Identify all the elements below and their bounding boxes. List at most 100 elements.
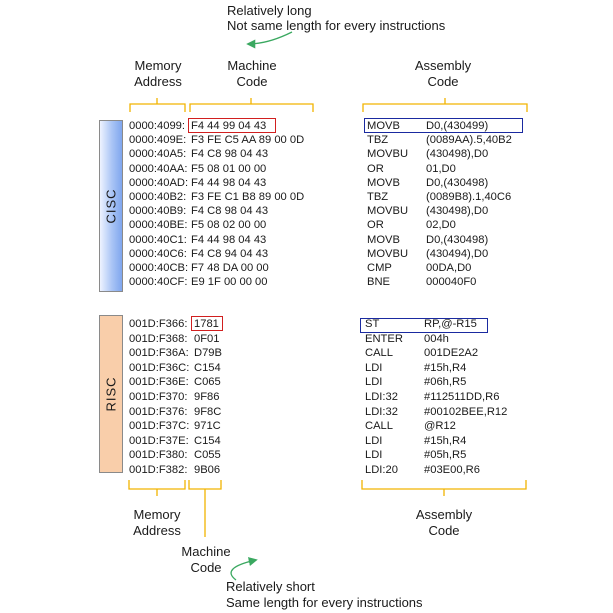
cisc-row-args: (0089B8).1,40C6 (426, 191, 512, 203)
risc-row-addr: 001D:F380: (129, 449, 188, 462)
cisc-row-args: 000040F0 (426, 276, 477, 289)
risc-row-args: #112511DD,R6 (424, 391, 500, 403)
risc-row-op: LDI (365, 361, 383, 374)
risc-row-addr: 001D:F382: (129, 464, 188, 476)
risc-row-op: LDI:20 (365, 464, 398, 476)
cisc-row-addr: 0000:40AA: (129, 162, 188, 175)
cisc-row-code: F4 44 98 04 43 (191, 176, 267, 189)
cisc-row-code: F5 08 01 00 00 (191, 162, 267, 175)
risc-row-addr: 001D:F370: (129, 391, 188, 403)
risc-row-code: D79B (194, 347, 222, 360)
cisc-row-args: D0,(430498) (426, 176, 489, 189)
risc-row-code: C154 (194, 434, 221, 447)
risc-asm-highlight (360, 318, 488, 333)
top-asm-bracket (362, 98, 528, 112)
cisc-row-op: TBZ (367, 191, 389, 203)
cisc-row-op: OR (367, 162, 384, 175)
risc-row-args: RP,@-R15 (424, 318, 477, 330)
cisc-row-addr: 0000:40C1: (129, 233, 187, 246)
risc-row-op: LDI (365, 376, 383, 389)
risc-row-code: 9F86 (194, 391, 220, 403)
cisc-row-op: OR (367, 219, 384, 232)
risc-row-addr: 001D:F368: (129, 332, 188, 345)
cisc-row-addr: 0000:40BE: (129, 219, 188, 232)
cisc-row-code: F3 FE C1 B8 89 00 0D (191, 191, 305, 203)
cisc-row-addr: 0000:409E: (129, 134, 187, 147)
cisc-row-op: MOVB (367, 233, 400, 246)
risc-row-addr: 001D:F36E: (129, 376, 189, 389)
top-address-bracket (129, 98, 186, 112)
cisc-row-args: (430494),D0 (426, 247, 489, 260)
risc-row-addr: 001D:F36A: (129, 347, 189, 360)
cisc-row-args: D0,(430498) (426, 233, 489, 246)
cisc-row-addr: 0000:40AD: (129, 176, 189, 189)
risc-row-args: #15h,R4 (424, 361, 467, 374)
cisc-row-op: CMP (367, 262, 392, 274)
cisc-row-addr: 0000:4099: (129, 120, 185, 132)
risc-row-args: #15h,R4 (424, 434, 467, 447)
risc-row-op: LDI:32 (365, 405, 398, 418)
risc-row-code: 9F8C (194, 405, 222, 418)
risc-row-op: CALL (365, 420, 393, 433)
top-memory-address-label: Memory Address (134, 58, 182, 89)
top-note-line1: Relatively long (227, 3, 312, 18)
cisc-row-addr: 0000:40B9: (129, 205, 187, 218)
risc-row-code: C154 (194, 361, 221, 374)
risc-row-addr: 001D:F376: (129, 405, 188, 418)
cisc-row-op: BNE (367, 276, 391, 289)
cisc-row-op: TBZ (367, 134, 389, 147)
cisc-asm-highlight (364, 118, 523, 133)
risc-sidebar: RISC (99, 315, 123, 473)
cisc-row-args: (430498),D0 (426, 205, 489, 218)
top-note-arrow (246, 31, 293, 49)
risc-row-code: 971C (194, 420, 221, 433)
cisc-row-op: MOVB (367, 176, 400, 189)
cisc-row-args: D0,(430499) (426, 120, 489, 132)
risc-row-args: 004h (424, 332, 449, 345)
risc-row-args: 001DE2A2 (424, 347, 479, 360)
cisc-row-op: MOVBU (367, 148, 409, 161)
cisc-row-args: (430498),D0 (426, 148, 489, 161)
cisc-row-addr: 0000:40C6: (129, 247, 187, 260)
cisc-row-addr: 0000:40CF: (129, 276, 188, 289)
risc-row-args: #00102BEE,R12 (424, 405, 508, 418)
bottom-note-line2: Same length for every instructions (226, 595, 423, 610)
cisc-row-args: 00DA,D0 (426, 262, 472, 274)
cisc-row-args: 02,D0 (426, 219, 456, 232)
risc-code-highlight (191, 316, 223, 331)
cisc-row-code: F5 08 02 00 00 (191, 219, 267, 232)
bottom-asm-bracket (361, 480, 527, 496)
top-code-bracket (189, 98, 314, 112)
cisc-row-args: 01,D0 (426, 162, 456, 175)
cisc-row-code: F3 FE C5 AA 89 00 0D (191, 134, 305, 147)
cisc-row-code: F7 48 DA 00 00 (191, 262, 269, 274)
risc-row-addr: 001D:F366: (129, 318, 188, 330)
risc-row-args: #03E00,R6 (424, 464, 480, 476)
risc-row-op: LDI (365, 434, 383, 447)
risc-row-code: 1781 (194, 318, 219, 330)
cisc-row-op: MOVB (367, 120, 400, 132)
risc-row-code: 0F01 (194, 332, 220, 345)
risc-row-op: LDI:32 (365, 391, 398, 403)
cisc-row-code: F4 C8 94 04 43 (191, 247, 269, 260)
risc-row-op: CALL (365, 347, 393, 360)
top-machine-code-label: Machine Code (227, 58, 277, 89)
cisc-row-addr: 0000:40B2: (129, 191, 187, 203)
risc-row-op: ST (365, 318, 380, 330)
cisc-row-code: F4 44 99 04 43 (191, 120, 267, 132)
cisc-row-addr: 0000:40CB: (129, 262, 189, 274)
cisc-row-op: MOVBU (367, 205, 409, 218)
risc-row-args: #06h,R5 (424, 376, 467, 389)
bottom-memory-address-label: Memory Address (133, 507, 181, 538)
risc-row-addr: 001D:F37E: (129, 434, 189, 447)
risc-row-args: @R12 (424, 420, 456, 433)
cisc-row-code: F4 C8 98 04 43 (191, 148, 269, 161)
risc-row-code: C065 (194, 376, 221, 389)
cisc-row-addr: 0000:40A5: (129, 148, 187, 161)
bottom-code-bracket (188, 480, 222, 537)
bottom-machine-code-label: Machine Code (181, 544, 231, 575)
cisc-row-code: F4 44 98 04 43 (191, 233, 267, 246)
cisc-sidebar: CISC (99, 120, 123, 292)
bottom-address-bracket (128, 480, 186, 496)
